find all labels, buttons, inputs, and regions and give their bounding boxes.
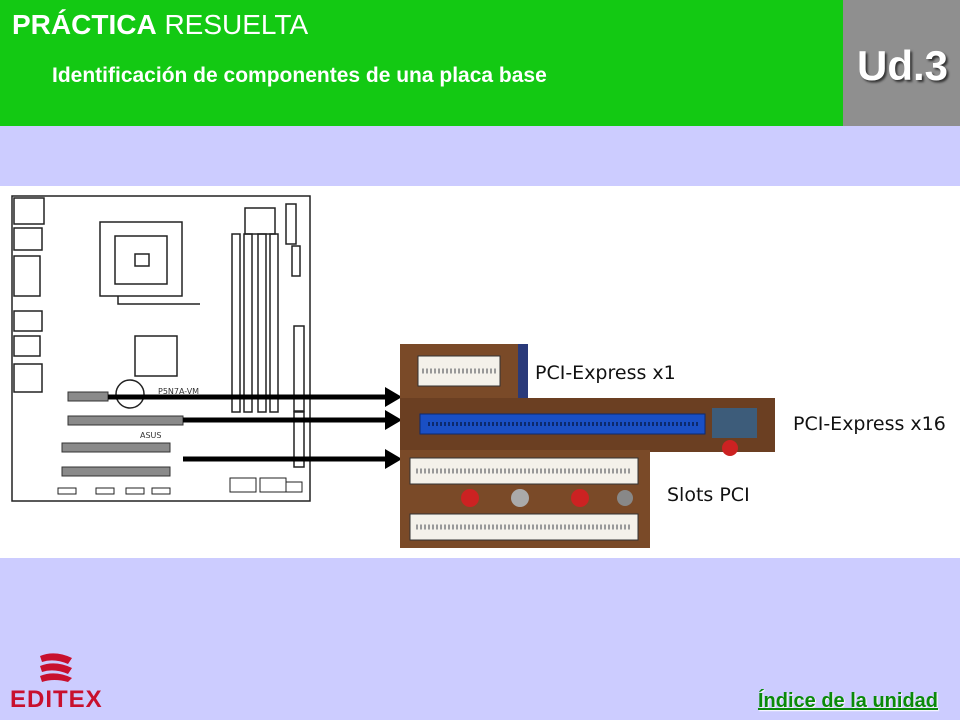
unit-label: Ud.3 bbox=[856, 42, 948, 89]
editex-logo-text: EDITEX bbox=[10, 686, 103, 713]
unit-index-link[interactable]: Índice de la unidad bbox=[757, 690, 938, 712]
page-subtitle: Identificación de componentes de una pla… bbox=[52, 64, 547, 87]
board-bottom-connectors bbox=[57, 477, 303, 495]
label-pcie-x1: PCI-Express x1 bbox=[535, 362, 676, 384]
title-rest: RESUELTA bbox=[156, 9, 309, 40]
board-expansion-slots bbox=[61, 391, 184, 477]
editex-logo-icon bbox=[40, 653, 72, 682]
pcie-x16-slot bbox=[419, 413, 706, 435]
motherboard-diagram: P5N7A-VM ASUS bbox=[11, 195, 946, 548]
label-slots-pci: Slots PCI bbox=[667, 484, 750, 506]
page-title: PRÁCTICA RESUELTA bbox=[12, 9, 308, 41]
title-bold: PRÁCTICA bbox=[12, 9, 157, 40]
slots-photo bbox=[400, 344, 775, 548]
motherboard-outline bbox=[11, 195, 311, 502]
board-brand-label: ASUS bbox=[140, 431, 161, 440]
unit-badge: Ud.3 bbox=[843, 0, 960, 126]
header-banner: PRÁCTICA RESUELTA Identificación de comp… bbox=[0, 0, 843, 126]
pointer-arrows bbox=[108, 387, 402, 469]
motherboard-figure: P5N7A-VM ASUS bbox=[0, 186, 960, 558]
label-pcie-x16: PCI-Express x16 bbox=[793, 413, 946, 435]
board-model-label: P5N7A-VM bbox=[158, 387, 199, 396]
